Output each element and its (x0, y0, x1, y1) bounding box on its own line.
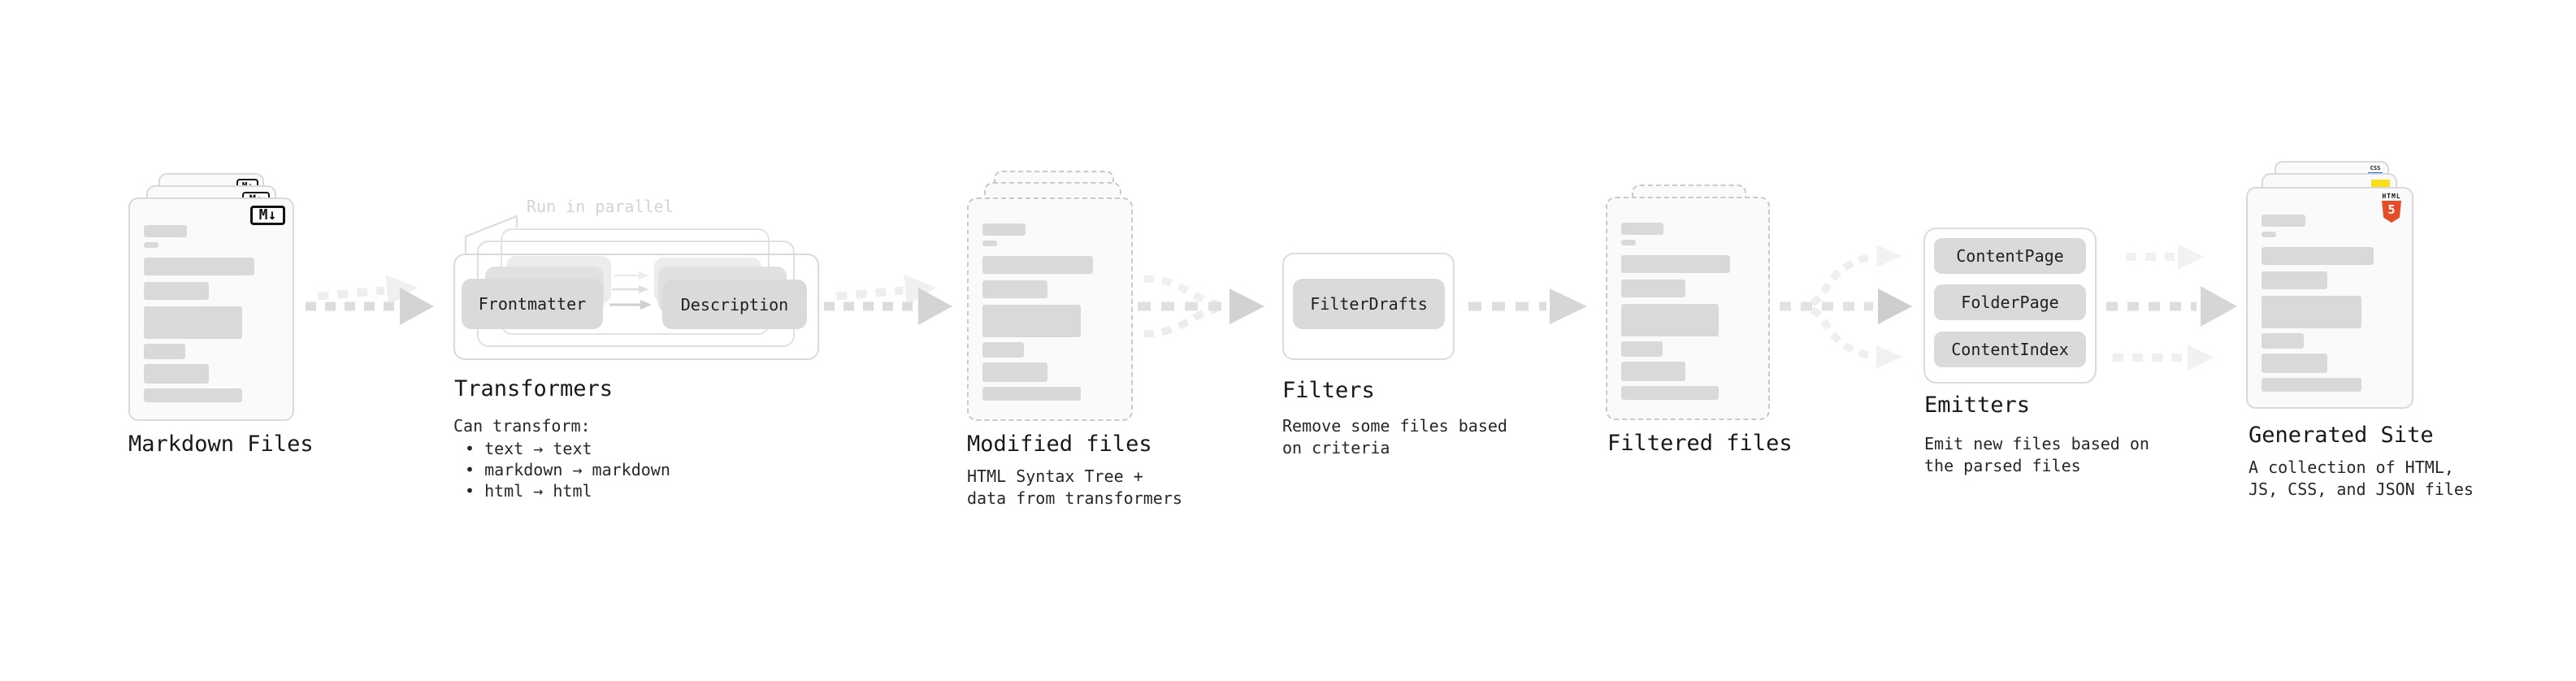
document-content-lines (2262, 215, 2398, 392)
transformer-frame-front (453, 254, 819, 360)
css-icon-label: CSS (2370, 165, 2381, 171)
filter-chip-filterdrafts: FilterDrafts (1293, 279, 1445, 329)
parallel-leader-line (464, 215, 518, 254)
stage-caption: A collection of HTML, (2249, 458, 2454, 477)
stage-caption: Emit new files based on (1924, 434, 2149, 453)
markdown-icon: M↓ (250, 206, 285, 225)
stage-caption: data from transformers (967, 488, 1182, 508)
generated-file-card-front: HTML 5 (2246, 187, 2413, 409)
document-content-lines (982, 223, 1117, 401)
stage-caption: the parsed files (1924, 456, 2081, 475)
arrow-filtered-to-emitters (1780, 245, 1912, 368)
stage-caption: JS, CSS, and JSON files (2249, 479, 2474, 499)
emitters-frame (1923, 228, 2097, 384)
bullet-item: • markdown → markdown (465, 460, 670, 479)
stage-generated-site: CSS HTML 5 Generated Site A collection o… (2246, 161, 2474, 518)
emitter-chip-contentindex: ContentIndex (1934, 332, 2086, 367)
transformer-chip-description: Description (662, 280, 807, 329)
stage-caption: Can transform: (453, 416, 591, 436)
stage-title: Emitters (1924, 393, 2031, 418)
stage-filtered-files: Filtered files (1606, 161, 1809, 470)
stage-caption: HTML Syntax Tree + (967, 466, 1143, 486)
document-content-lines (1621, 223, 1754, 400)
stage-caption: on criteria (1282, 438, 1390, 458)
emitter-chip-folderpage: FolderPage (1934, 284, 2086, 320)
stage-title: Modified files (967, 432, 1152, 457)
filtered-file-card-front (1606, 197, 1770, 420)
stage-title: Generated Site (2249, 423, 2434, 448)
js-icon (2371, 180, 2390, 189)
parallel-mini-arrows (609, 271, 652, 310)
arrow-emitters-to-generated (2106, 244, 2237, 371)
stage-emitters: ContentPage FolderPage ContentIndex Emit… (1923, 197, 2167, 481)
arrow-modified-to-filters (1138, 275, 1264, 338)
stage-transformers: Run in parallel Frontmatter Description … (453, 197, 835, 505)
bullet-item: • text → text (465, 439, 592, 458)
stage-caption: Remove some files based (1282, 416, 1507, 436)
markdown-file-card-front: M↓ (128, 197, 294, 421)
stage-modified-files: Modified files HTML Syntax Tree + data f… (967, 161, 1195, 510)
arrow-transformers-to-modified (824, 275, 952, 325)
html5-icon: HTML 5 (2381, 193, 2402, 223)
html5-icon-label: HTML (2382, 193, 2401, 200)
stage-filters: FilterDrafts Filters Remove some files b… (1282, 197, 1526, 465)
stage-title: Filtered files (1607, 431, 1793, 456)
stage-title: Filters (1282, 378, 1375, 403)
filters-frame (1282, 253, 1455, 360)
arrow-markdown-to-transformers (306, 275, 434, 325)
transformer-chip-frontmatter: Frontmatter (462, 279, 603, 329)
parallel-note: Run in parallel (527, 197, 674, 216)
arrow-filters-to-filtered (1468, 288, 1587, 324)
stage-title: Markdown Files (128, 432, 314, 457)
modified-file-card-front (967, 197, 1133, 421)
document-content-lines (144, 225, 279, 402)
stage-markdown-files: M↓ M↓ M↓ Markdown Files (128, 161, 315, 470)
stage-title: Transformers (454, 376, 614, 401)
emitter-chip-contentpage: ContentPage (1934, 238, 2086, 274)
bullet-item: • html → html (465, 481, 592, 501)
